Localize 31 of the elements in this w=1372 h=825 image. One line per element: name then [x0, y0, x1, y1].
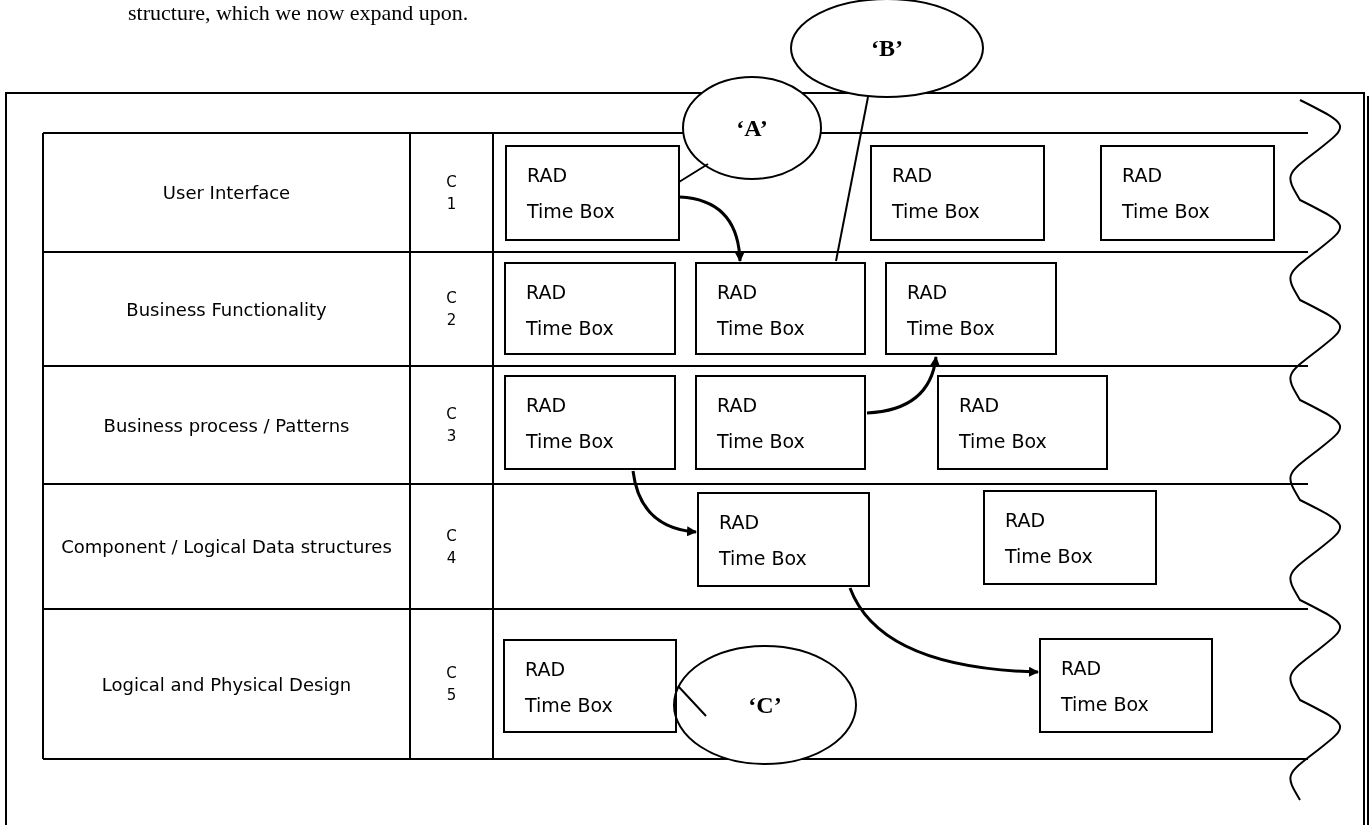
time-box: RAD Time Box: [505, 145, 680, 241]
curved-arrow: [631, 470, 697, 536]
row-heading: Business Functionality: [43, 252, 410, 366]
speech-bubble: ‘C’: [673, 645, 857, 765]
time-box: RAD Time Box: [1100, 145, 1275, 241]
time-box: RAD Time Box: [1039, 638, 1213, 733]
speech-bubble: ‘A’: [682, 76, 822, 180]
time-box: RAD Time Box: [697, 492, 870, 587]
row-heading: User Interface: [43, 133, 410, 252]
row-heading: Logical and Physical Design: [43, 609, 410, 759]
time-box: RAD Time Box: [983, 490, 1157, 585]
column-code: C 3: [444, 403, 459, 447]
time-box: RAD Time Box: [503, 639, 677, 733]
time-box: RAD Time Box: [695, 375, 866, 470]
time-box: RAD Time Box: [504, 375, 676, 470]
time-box: RAD Time Box: [870, 145, 1045, 241]
row-heading: Business process / Patterns: [43, 366, 410, 484]
time-box: RAD Time Box: [695, 262, 866, 355]
column-code: C 4: [444, 524, 459, 569]
curved-arrow: [848, 587, 1039, 677]
column-code: C 1: [444, 170, 459, 215]
body-text: structure, which we now expand upon.: [128, 0, 469, 26]
time-box: RAD Time Box: [937, 375, 1108, 470]
time-box: RAD Time Box: [504, 262, 676, 355]
row-heading: Component / Logical Data structures: [43, 484, 410, 609]
time-box: RAD Time Box: [885, 262, 1057, 355]
speech-bubble: ‘B’: [790, 0, 984, 98]
column-code: C 2: [444, 287, 459, 331]
curved-arrow: [679, 195, 745, 262]
curved-arrow: [866, 356, 940, 415]
column-code: C 5: [444, 662, 459, 706]
